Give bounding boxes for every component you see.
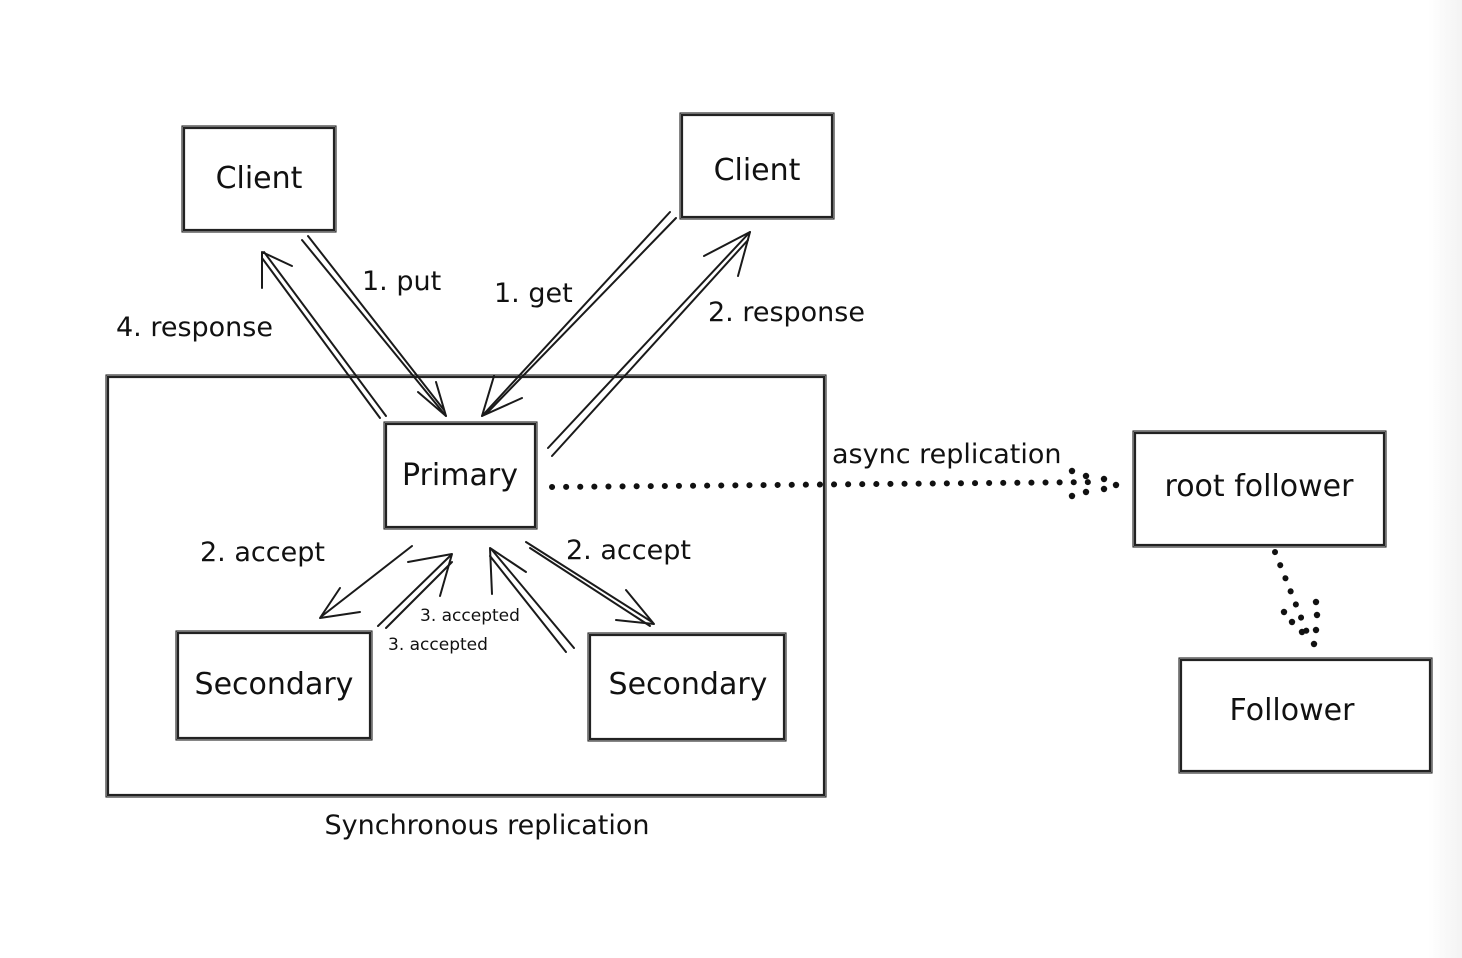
primary-node[interactable]: Primary bbox=[383, 421, 538, 530]
primary-label: Primary bbox=[402, 458, 518, 493]
accepted-upper-label: 3. accepted bbox=[420, 606, 520, 626]
put-label: 1. put bbox=[362, 266, 441, 297]
synchronous-replication-label: Synchronous replication bbox=[325, 810, 650, 841]
client-right-node[interactable]: Client bbox=[679, 112, 835, 220]
secondary-right-node[interactable]: Secondary bbox=[587, 632, 787, 742]
response-right-label: 2. response bbox=[708, 297, 865, 328]
follower-replication-arrow bbox=[1272, 549, 1321, 648]
client-right-label: Client bbox=[714, 153, 801, 188]
secondary-left-label: Secondary bbox=[195, 667, 354, 702]
background-edge-shade bbox=[1428, 0, 1462, 958]
follower-node[interactable]: Follower bbox=[1178, 657, 1433, 774]
response-right-arrow bbox=[547, 231, 751, 457]
accept-left-arrow bbox=[319, 545, 413, 619]
get-arrow bbox=[481, 211, 677, 417]
async-replication-label: async replication bbox=[832, 439, 1062, 470]
accept-right-label: 2. accept bbox=[566, 535, 691, 566]
async-replication-arrow bbox=[549, 467, 1120, 500]
get-label: 1. get bbox=[494, 278, 573, 309]
client-left-label: Client bbox=[216, 161, 303, 196]
accepted-lower-label: 3. accepted bbox=[388, 635, 488, 655]
root-follower-label: root follower bbox=[1165, 469, 1355, 504]
accept-left-label: 2. accept bbox=[200, 537, 325, 568]
client-left-node[interactable]: Client bbox=[181, 125, 337, 233]
accepted-left-arrow bbox=[377, 553, 453, 629]
secondary-left-node[interactable]: Secondary bbox=[175, 630, 373, 741]
root-follower-node[interactable]: root follower bbox=[1132, 430, 1387, 548]
follower-label: Follower bbox=[1230, 693, 1356, 728]
response-left-label: 4. response bbox=[116, 312, 273, 343]
put-arrow bbox=[301, 235, 447, 417]
secondary-right-label: Secondary bbox=[609, 667, 768, 702]
accepted-right-arrow bbox=[489, 547, 575, 653]
accept-right-arrow bbox=[525, 541, 655, 627]
response-left-arrow bbox=[261, 251, 387, 419]
